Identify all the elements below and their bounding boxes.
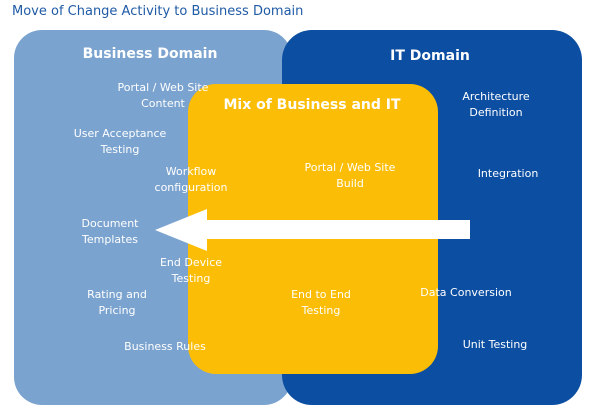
diagram-title: Move of Change Activity to Business Doma… [12,4,304,19]
left-arrow-icon [155,209,470,251]
business-domain-heading: Business Domain [82,46,218,62]
it-domain-heading: IT Domain [390,48,470,64]
it-item-data-conversion: Data Conversion [420,286,512,299]
mix-item-end-to-end-testing: End to End Testing [291,288,351,317]
business-item-end-device-testing: End Device Testing [159,256,223,285]
mix-item-portal-build: Portal / Web Site Build [304,161,396,190]
it-item-unit-testing: Unit Testing [462,338,528,351]
business-item-user-acceptance-testing: User Acceptance Testing [73,127,167,156]
arrow-shape [155,209,470,251]
mix-heading: Mix of Business and IT [223,97,401,113]
it-item-integration: Integration [477,167,539,180]
business-item-rating-pricing: Rating and Pricing [87,288,147,317]
business-item-document-templates: Document Templates [81,217,139,246]
it-item-architecture-definition: Architecture Definition [462,90,530,119]
business-item-workflow-configuration: Workflow configuration [154,165,228,194]
business-item-portal-content: Portal / Web Site Content [117,81,209,110]
business-item-business-rules: Business Rules [124,340,206,353]
